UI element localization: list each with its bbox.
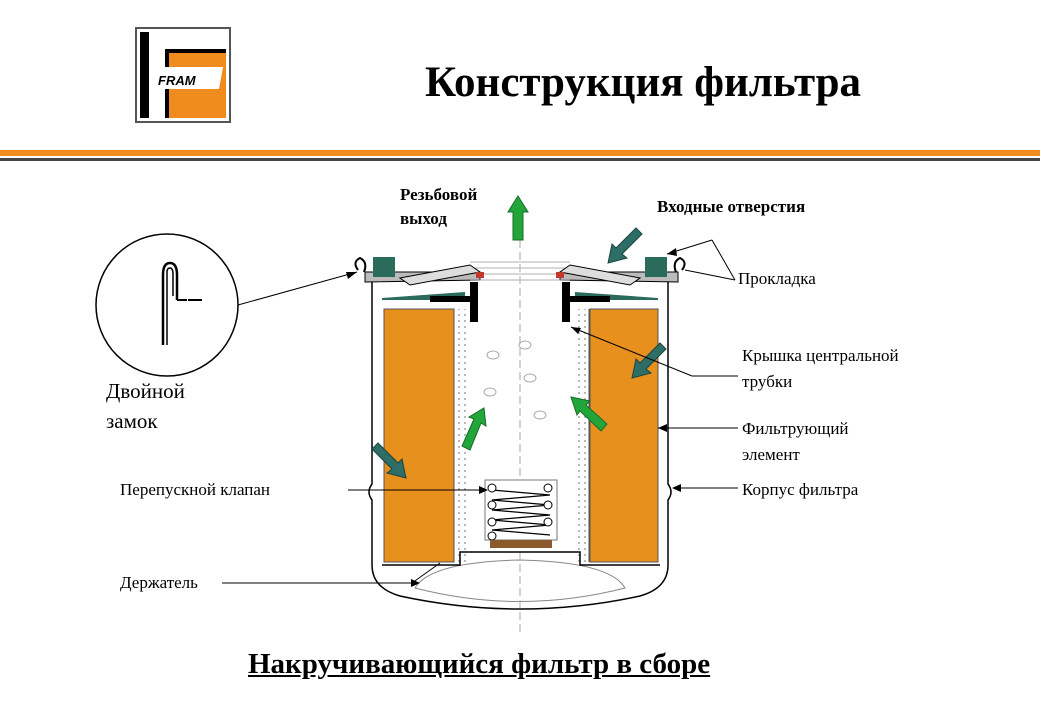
gasket-left (373, 257, 395, 277)
diagram-caption: Накручивающийся фильтр в сборе (248, 648, 711, 680)
bypass-valve (484, 479, 558, 548)
element-label-2: элемент (742, 445, 800, 464)
logo-text: FRAM (158, 73, 196, 88)
gasket-right (645, 257, 667, 277)
center-tube-cap (430, 282, 610, 322)
divider-dark (0, 158, 1040, 161)
double-lock-detail (95, 233, 358, 377)
divider-orange (0, 150, 1040, 156)
page-title: Конструкция фильтра (425, 59, 862, 106)
bypass-valve-label: Перепускной клапан (120, 480, 271, 499)
filter-element-right (589, 308, 659, 563)
double-lock-label-2: замок (106, 409, 158, 433)
double-lock-label-1: Двойной (106, 379, 185, 403)
holder-label: Держатель (120, 573, 198, 592)
outlet-label-2: выход (400, 209, 447, 228)
housing-label: Корпус фильтра (742, 480, 859, 499)
inlets-label: Входные отверстия (657, 197, 806, 216)
outlet-label-1: Резьбовой (400, 185, 478, 204)
tube-cap-label-2: трубки (742, 372, 793, 391)
outlet-arrow (507, 195, 529, 241)
element-label-1: Фильтрующий (742, 419, 849, 438)
fram-logo (135, 27, 231, 123)
filter-element-left (383, 308, 455, 563)
tube-cap-label-1: Крышка центральной (742, 346, 899, 365)
gasket-label: Прокладка (738, 269, 816, 288)
